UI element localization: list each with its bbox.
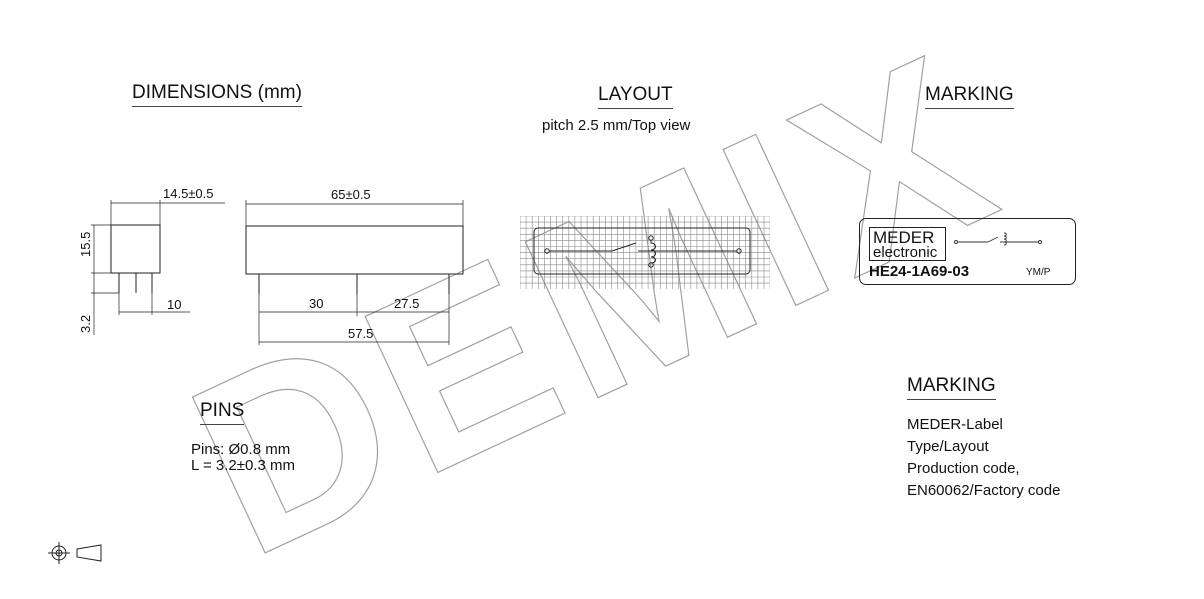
layout-grid <box>520 216 770 289</box>
label-brand-box: MEDER electronic <box>869 227 946 261</box>
dim-length: 65±0.5 <box>331 187 371 202</box>
side-view-body <box>110 224 161 274</box>
marking-heading-top: MARKING <box>925 84 1014 109</box>
dim-pin-spacing-b: 27.5 <box>394 296 419 311</box>
marking-list-item: EN60062/Factory code <box>907 482 1061 499</box>
front-view-body <box>245 225 464 275</box>
label-contact-symbol <box>954 232 1042 246</box>
layout-pin <box>648 235 654 241</box>
layout-coil <box>650 240 656 264</box>
marking-label: MEDER electronic HE24-1A69-03 YM/P <box>859 218 1076 285</box>
marking-list-item: Type/Layout <box>907 438 989 455</box>
pins-heading: PINS <box>200 400 245 425</box>
label-brand-top: MEDER <box>873 228 935 247</box>
dim-pin-pitch-side: 10 <box>167 297 181 312</box>
pins-length: L = 3.2±0.3 mm <box>191 457 295 474</box>
projection-symbol-icon <box>48 542 102 564</box>
marking-heading-bottom: MARKING <box>907 375 996 400</box>
label-code: YM/P <box>1026 267 1051 278</box>
layout-switch <box>611 242 637 252</box>
layout-outline <box>533 227 751 275</box>
layout-subtitle: pitch 2.5 mm/Top view <box>542 117 691 134</box>
dim-width-side: 14.5±0.5 <box>163 186 214 201</box>
marking-list-item: MEDER-Label <box>907 416 1003 433</box>
pins-diameter: Pins: Ø0.8 mm <box>191 441 291 458</box>
label-brand-bottom: electronic <box>873 244 938 261</box>
dim-pin-length: 3.2 <box>78 315 93 333</box>
dim-pin-span: 57.5 <box>348 326 373 341</box>
label-type: HE24-1A69-03 <box>869 263 970 280</box>
dim-pin-spacing-a: 30 <box>309 296 323 311</box>
dimensions-heading: DIMENSIONS (mm) <box>132 82 302 107</box>
marking-list-item: Production code, <box>907 460 1020 477</box>
marking-list: MEDER-Label Type/Layout Production code,… <box>907 414 1060 502</box>
layout-heading: LAYOUT <box>598 84 673 109</box>
dim-height: 15.5 <box>78 232 93 257</box>
